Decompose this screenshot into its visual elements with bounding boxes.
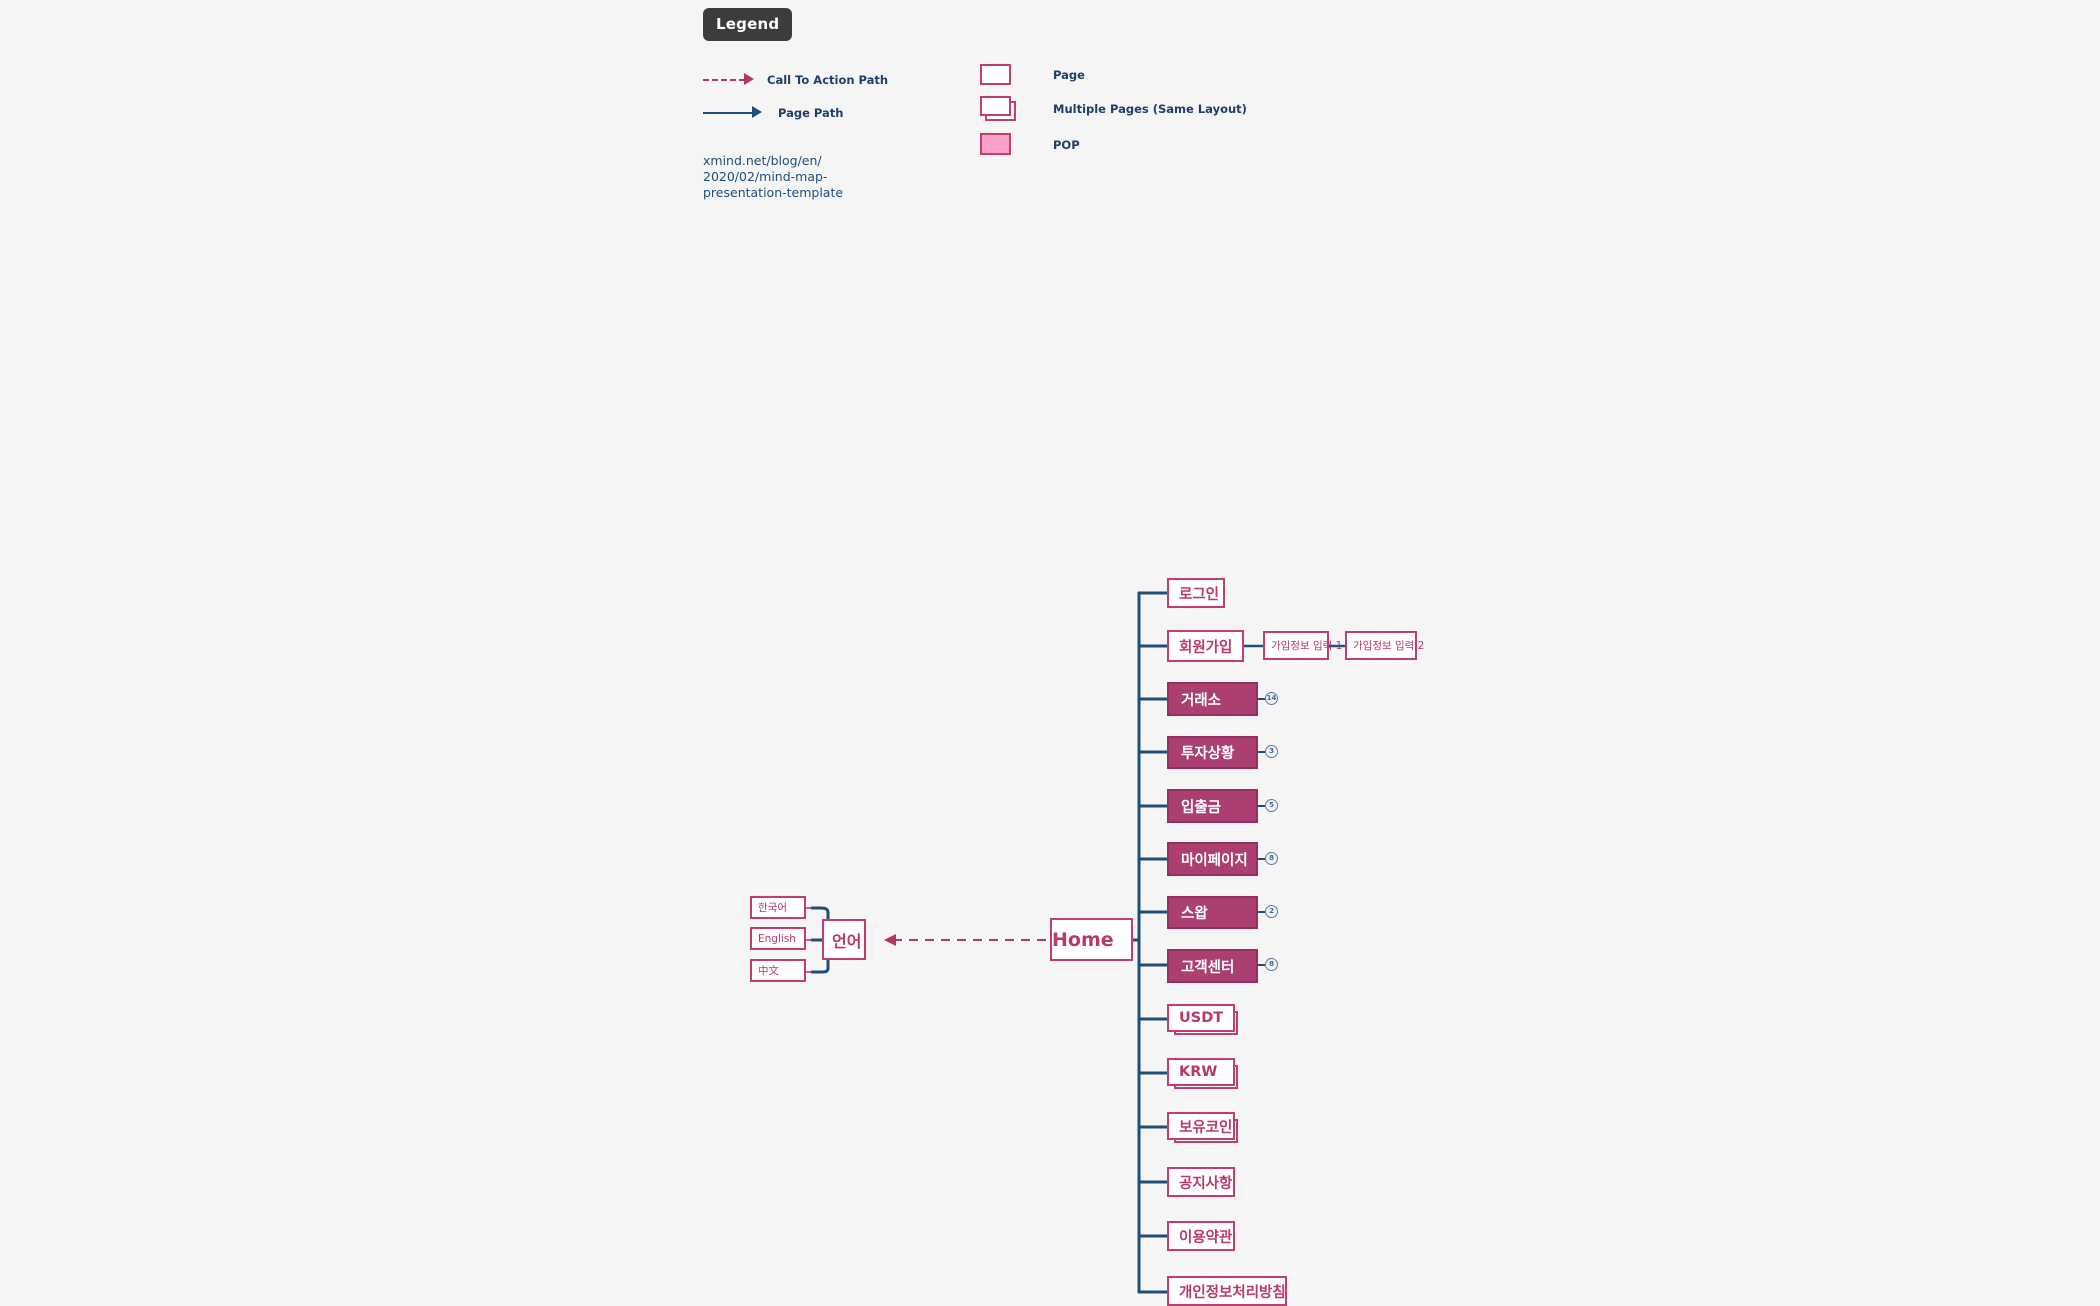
node-holdings[interactable]: 보유코인 [1167, 1112, 1238, 1143]
legend-label-pop: POP [1053, 138, 1080, 152]
badge-count: 5 [1269, 801, 1274, 809]
node-label: 거래소 [1181, 692, 1222, 709]
collapse-badge-deposit-withdraw[interactable]: 5 [1265, 799, 1278, 812]
node-label: Home [1052, 928, 1114, 951]
node-label: 마이페이지 [1181, 852, 1248, 869]
node-signup[interactable]: 회원가입 [1167, 630, 1244, 662]
node-signup-step-2[interactable]: 가입정보 입력 2 [1345, 631, 1425, 660]
node-label: 한국어 [758, 902, 787, 914]
node-mypage[interactable]: 마이페이지 [1167, 842, 1258, 876]
pop-box-icon [980, 133, 1011, 155]
node-swap[interactable]: 스왑 [1167, 896, 1258, 929]
node-login[interactable]: 로그인 [1167, 578, 1225, 608]
node-language-zh[interactable]: 中文 [750, 959, 806, 982]
collapse-badge-investment-status[interactable]: 3 [1265, 745, 1278, 758]
badge-count: 14 [1266, 694, 1277, 702]
collapse-badge-swap[interactable]: 2 [1265, 905, 1278, 918]
node-label: 스왑 [1181, 906, 1208, 922]
badge-count: 3 [1269, 747, 1274, 755]
legend-title: Legend [703, 8, 793, 41]
node-label: 언어 [832, 931, 862, 951]
node-label: 입출금 [1181, 799, 1222, 816]
multi-page-icon [980, 96, 1018, 122]
node-label: KRW [1179, 1064, 1218, 1080]
node-privacy-policy[interactable]: 개인정보처리방침 [1167, 1276, 1287, 1306]
legend-label-cta: Call To Action Path [767, 73, 889, 87]
node-notice[interactable]: 공지사항 [1167, 1167, 1235, 1197]
node-label: USDT [1179, 1010, 1224, 1026]
collapse-badge-exchange[interactable]: 14 [1265, 692, 1278, 705]
node-krw[interactable]: KRW [1167, 1058, 1238, 1089]
node-deposit-withdraw[interactable]: 입출금 [1167, 789, 1258, 823]
legend-label-page-path: Page Path [778, 106, 844, 120]
node-label: 투자상황 [1181, 746, 1235, 762]
node-label: 가입정보 입력 2 [1353, 640, 1425, 652]
badge-count: 8 [1269, 854, 1274, 862]
node-customer-center[interactable]: 고객센터 [1167, 949, 1258, 983]
node-label: 개인정보처리방침 [1179, 1284, 1286, 1301]
node-label: 中文 [758, 965, 779, 977]
page-box-icon [980, 64, 1011, 85]
legend-panel: Legend Call To Action Path Page Page Pat… [703, 8, 1463, 200]
node-label: 공지사항 [1179, 1175, 1233, 1192]
node-label: English [758, 932, 796, 945]
node-investment-status[interactable]: 투자상황 [1167, 736, 1258, 769]
node-terms[interactable]: 이용약관 [1167, 1221, 1235, 1251]
node-label: 회원가입 [1179, 639, 1233, 656]
node-usdt[interactable]: USDT [1167, 1004, 1238, 1035]
node-home[interactable]: Home [1050, 918, 1133, 961]
node-exchange[interactable]: 거래소 [1167, 682, 1258, 716]
collapse-badge-mypage[interactable]: 8 [1265, 852, 1278, 865]
node-label: 이용약관 [1179, 1229, 1233, 1246]
node-label: 로그인 [1179, 586, 1220, 603]
node-language-en[interactable]: English [750, 927, 806, 950]
node-signup-step-1[interactable]: 가입정보 입력 1 [1263, 631, 1343, 660]
node-label: 가입정보 입력 1 [1271, 640, 1343, 652]
badge-count: 2 [1269, 907, 1274, 915]
node-language-ko[interactable]: 한국어 [750, 896, 806, 919]
node-label: 고객센터 [1181, 959, 1235, 976]
node-label: 보유코인 [1179, 1119, 1233, 1136]
node-language-hub[interactable]: 언어 [822, 919, 866, 960]
collapse-badge-customer-center[interactable]: 8 [1265, 958, 1278, 971]
legend-label-page: Page [1053, 68, 1085, 82]
legend-source-url[interactable]: xmind.net/blog/en/ 2020/02/mind-map- pre… [703, 153, 844, 200]
badge-count: 8 [1269, 960, 1274, 968]
legend-label-multi: Multiple Pages (Same Layout) [1053, 102, 1247, 116]
